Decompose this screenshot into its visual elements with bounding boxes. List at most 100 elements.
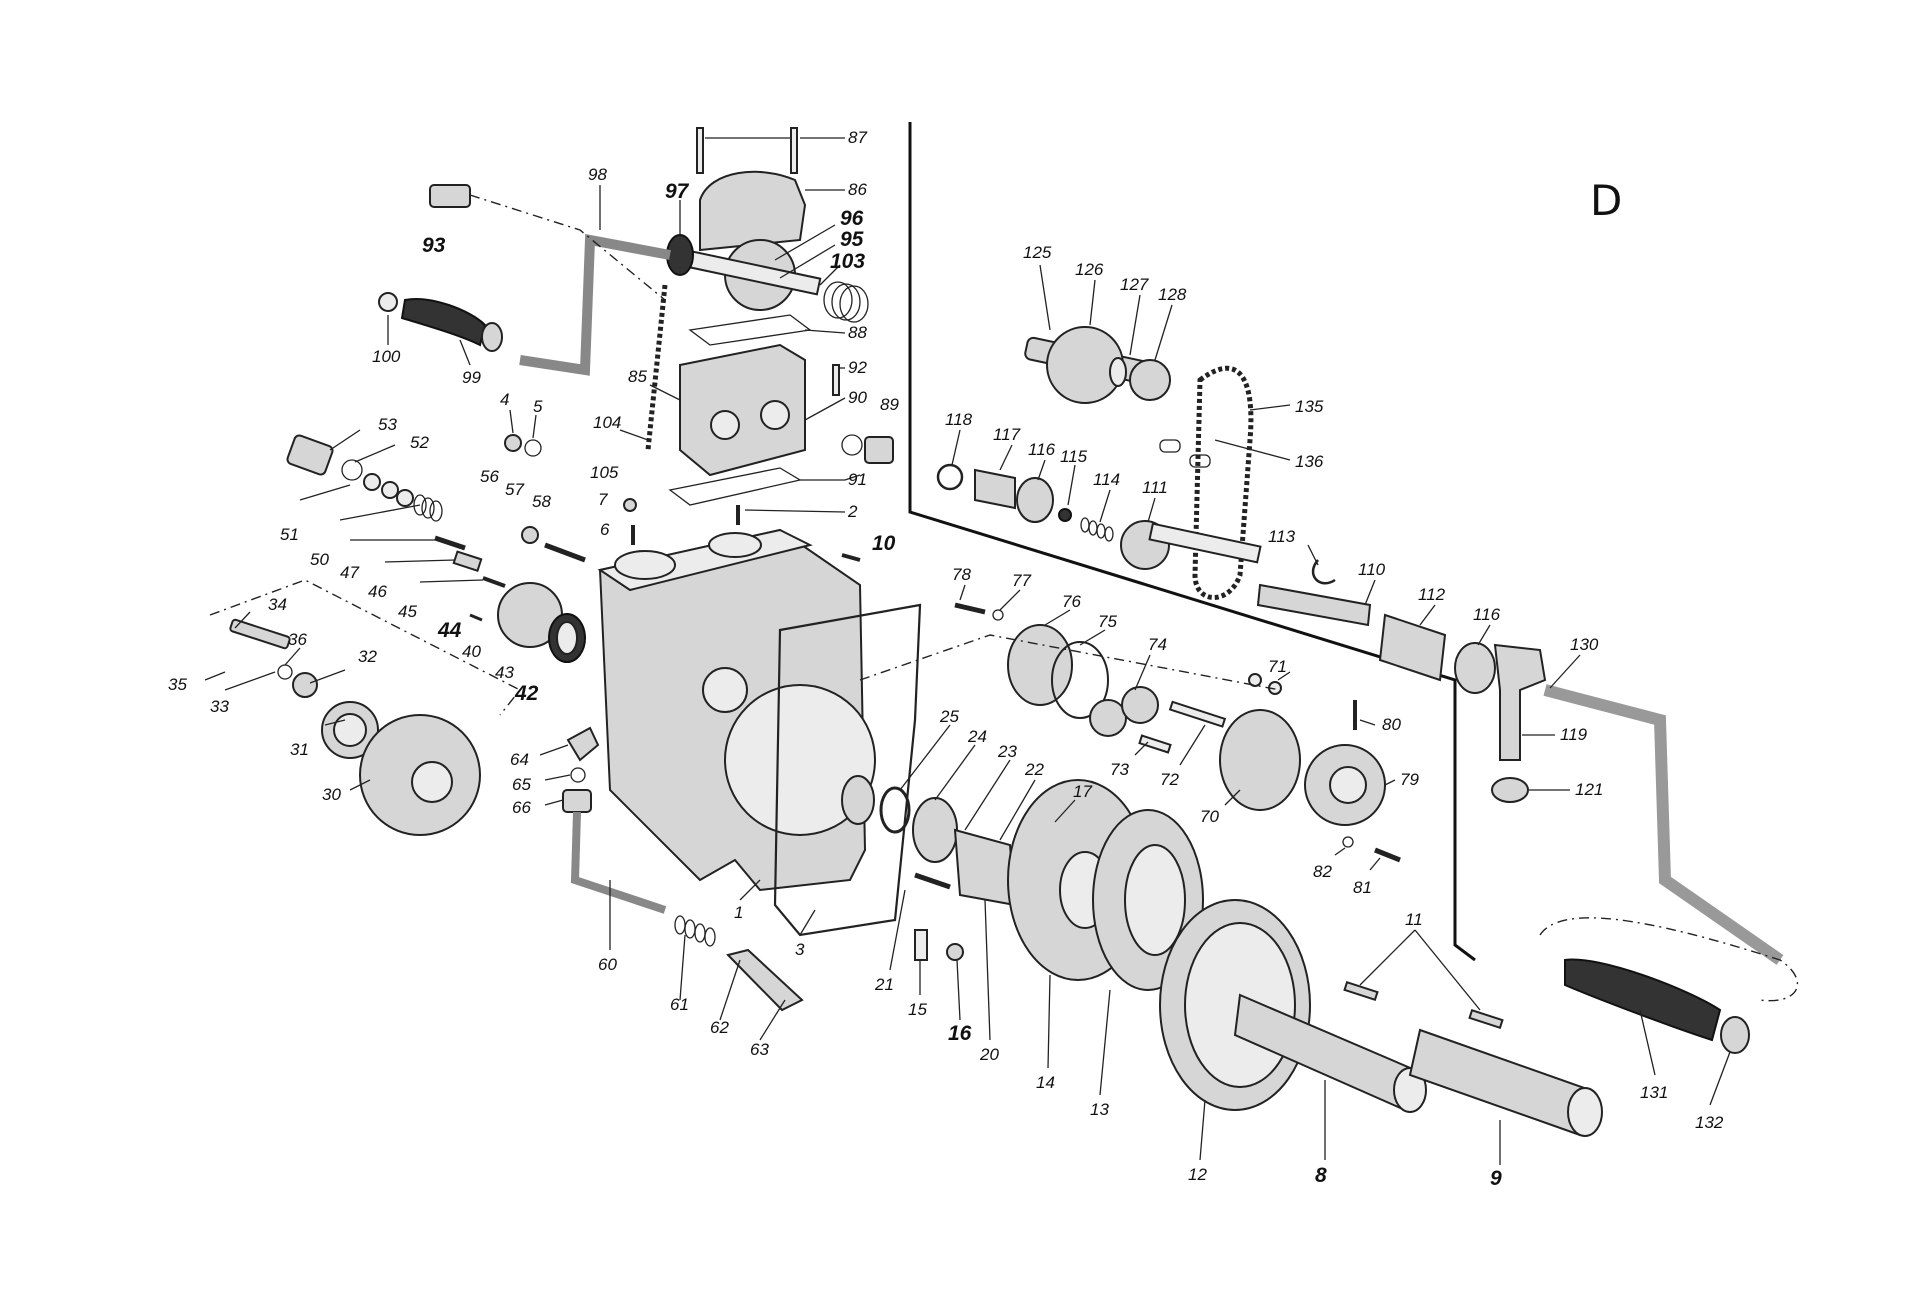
callout-126: 126 bbox=[1075, 260, 1104, 279]
strainer-62 bbox=[726, 948, 804, 1012]
fitting-117 bbox=[974, 468, 1016, 510]
key-11b bbox=[1468, 1008, 1504, 1030]
part-58 bbox=[521, 526, 539, 544]
callout-104: 104 bbox=[593, 413, 621, 432]
ring-5 bbox=[524, 439, 542, 457]
ring-65 bbox=[570, 767, 586, 783]
hub-31-inner bbox=[333, 713, 367, 747]
callout-125: 125 bbox=[1023, 243, 1052, 262]
callout-95: 95 bbox=[840, 228, 864, 251]
block-46 bbox=[452, 550, 483, 572]
bolt-78 bbox=[954, 602, 986, 615]
callout-74: 74 bbox=[1148, 635, 1167, 654]
callout-22: 22 bbox=[1024, 760, 1044, 779]
callout-75: 75 bbox=[1098, 612, 1117, 631]
left-assembly bbox=[209, 127, 922, 1012]
sleeve-9 bbox=[1408, 1028, 1592, 1137]
ring-90 bbox=[841, 434, 863, 456]
callout-89: 89 bbox=[880, 395, 899, 414]
bolt-15 bbox=[914, 929, 928, 961]
callout-88: 88 bbox=[848, 323, 867, 342]
right-assembly bbox=[936, 326, 1799, 1054]
callout-119: 119 bbox=[1560, 725, 1588, 744]
handle-end-ring bbox=[481, 322, 503, 352]
part-4 bbox=[504, 434, 522, 452]
callout-51: 51 bbox=[280, 525, 299, 544]
diff-case-70 bbox=[1219, 709, 1301, 811]
chain-135 bbox=[1192, 365, 1254, 600]
elbow-64 bbox=[566, 726, 600, 762]
housing-side-hole bbox=[702, 667, 748, 713]
callout-34: 34 bbox=[268, 595, 287, 614]
callout-42: 42 bbox=[514, 682, 539, 705]
nut-66 bbox=[562, 789, 592, 813]
callout-100: 100 bbox=[372, 347, 401, 366]
spring-103 bbox=[823, 281, 869, 323]
callout-15: 15 bbox=[908, 1000, 927, 1019]
washer-16 bbox=[946, 943, 964, 961]
callout-11: 11 bbox=[1405, 910, 1423, 929]
nut-7 bbox=[623, 498, 637, 512]
pin-73 bbox=[1138, 734, 1172, 754]
housing-bore-left bbox=[614, 550, 676, 580]
callout-46: 46 bbox=[368, 582, 387, 601]
callout-45: 45 bbox=[398, 602, 417, 621]
callout-98: 98 bbox=[588, 165, 607, 184]
dash-center-line bbox=[859, 634, 1281, 691]
housing-large-opening bbox=[724, 684, 876, 836]
callout-8: 8 bbox=[1315, 1164, 1327, 1187]
callout-73: 73 bbox=[1110, 760, 1129, 779]
callout-112: 112 bbox=[1418, 585, 1446, 604]
callout-97: 97 bbox=[665, 180, 690, 203]
dash-130-handle bbox=[1539, 917, 1799, 1002]
callout-105: 105 bbox=[590, 463, 619, 482]
coupling-112 bbox=[1378, 613, 1447, 682]
callout-44: 44 bbox=[437, 619, 462, 642]
valve-53 bbox=[286, 434, 334, 476]
ring-gear-13-inner bbox=[1124, 844, 1186, 956]
callout-127: 127 bbox=[1120, 275, 1149, 294]
callout-31: 31 bbox=[290, 740, 309, 759]
upper-gasket-91 bbox=[668, 467, 802, 506]
callout-90: 90 bbox=[848, 388, 867, 407]
callout-91: 91 bbox=[848, 470, 867, 489]
callout-132: 132 bbox=[1695, 1113, 1724, 1132]
plug-89 bbox=[864, 436, 894, 464]
upper-cover-housing bbox=[679, 343, 806, 477]
pinion-74b bbox=[1121, 686, 1159, 724]
callout-35: 35 bbox=[168, 675, 187, 694]
leader-lines bbox=[204, 137, 1731, 1165]
callout-63: 63 bbox=[750, 1040, 769, 1059]
callout-23: 23 bbox=[997, 742, 1017, 761]
callout-7: 7 bbox=[598, 490, 608, 509]
section-divider-line bbox=[908, 122, 1476, 962]
callout-65: 65 bbox=[512, 775, 531, 794]
callout-53: 53 bbox=[378, 415, 397, 434]
cap-132 bbox=[1720, 1016, 1750, 1054]
callout-72: 72 bbox=[1160, 770, 1179, 789]
washer-77 bbox=[992, 609, 1004, 621]
seal-97 bbox=[666, 234, 694, 276]
callout-25: 25 bbox=[939, 707, 959, 726]
callout-14: 14 bbox=[1036, 1073, 1055, 1092]
callout-52: 52 bbox=[410, 433, 429, 452]
key-11a bbox=[1343, 980, 1379, 1002]
callout-33: 33 bbox=[210, 697, 229, 716]
callout-32: 32 bbox=[358, 647, 377, 666]
callout-21: 21 bbox=[874, 975, 894, 994]
callout-5: 5 bbox=[533, 397, 543, 416]
callout-92: 92 bbox=[848, 358, 867, 377]
callout-1: 1 bbox=[734, 903, 743, 922]
callout-56: 56 bbox=[480, 467, 499, 486]
crank-130 bbox=[1543, 684, 1784, 965]
bolt-92 bbox=[832, 364, 840, 396]
link-136b bbox=[1189, 454, 1211, 468]
bolt-21 bbox=[914, 872, 951, 890]
callout-3: 3 bbox=[795, 940, 805, 959]
callout-4: 4 bbox=[500, 390, 509, 409]
ring-52 bbox=[341, 459, 363, 481]
bushing-43-inner bbox=[556, 621, 578, 655]
ring-24 bbox=[879, 786, 911, 834]
callout-117: 117 bbox=[993, 425, 1021, 444]
shaft-8-end bbox=[1393, 1067, 1427, 1113]
